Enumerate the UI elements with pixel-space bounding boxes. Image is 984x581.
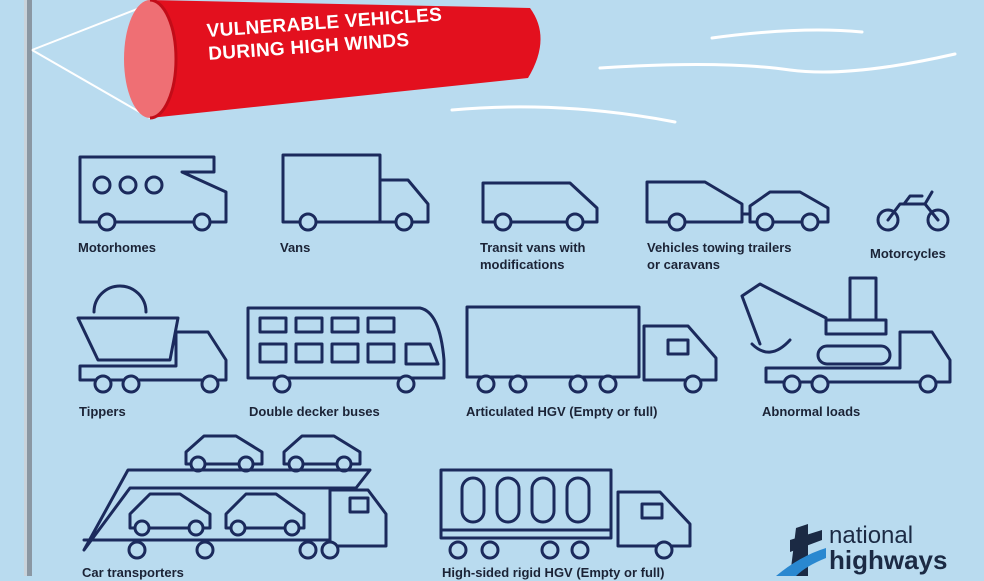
label-transit-vans: Transit vans with modifications [480, 240, 586, 272]
abnormal-load-icon [740, 276, 952, 394]
van-icon [281, 153, 430, 232]
motorcycle-icon [876, 190, 950, 232]
wind-lines [450, 28, 957, 124]
double-decker-bus-icon [246, 306, 446, 394]
motorhome-icon [78, 155, 228, 232]
transit-van-icon [481, 181, 599, 232]
label-articulated-hgv: Articulated HGV (Empty or full) [466, 404, 658, 419]
logo-wordmark: national highways [829, 522, 948, 575]
national-highways-logo-icon [776, 524, 826, 576]
label-high-sided-hgv: High-sided rigid HGV (Empty or full) [442, 565, 665, 580]
label-towing-vehicles: Vehicles towing trailers or caravans [647, 240, 792, 272]
label-motorcycles: Motorcycles [870, 246, 946, 261]
windsock-pole [24, 0, 32, 576]
tipper-icon [76, 284, 228, 394]
logo-line-2: highways [829, 545, 948, 575]
car-transporter-icon [82, 434, 388, 560]
label-vans: Vans [280, 240, 311, 255]
label-tippers: Tippers [79, 404, 126, 419]
towing-vehicle-icon [645, 180, 830, 232]
windsock-icon [31, 0, 541, 120]
label-motorhomes: Motorhomes [78, 240, 156, 255]
label-car-transporters: Car transporters [82, 565, 184, 580]
logo-line-1: national [829, 522, 914, 549]
label-abnormal-loads: Abnormal loads [762, 404, 861, 419]
high-sided-hgv-icon [439, 468, 692, 560]
label-double-decker-buses: Double decker buses [249, 404, 380, 419]
articulated-hgv-icon [465, 305, 718, 394]
